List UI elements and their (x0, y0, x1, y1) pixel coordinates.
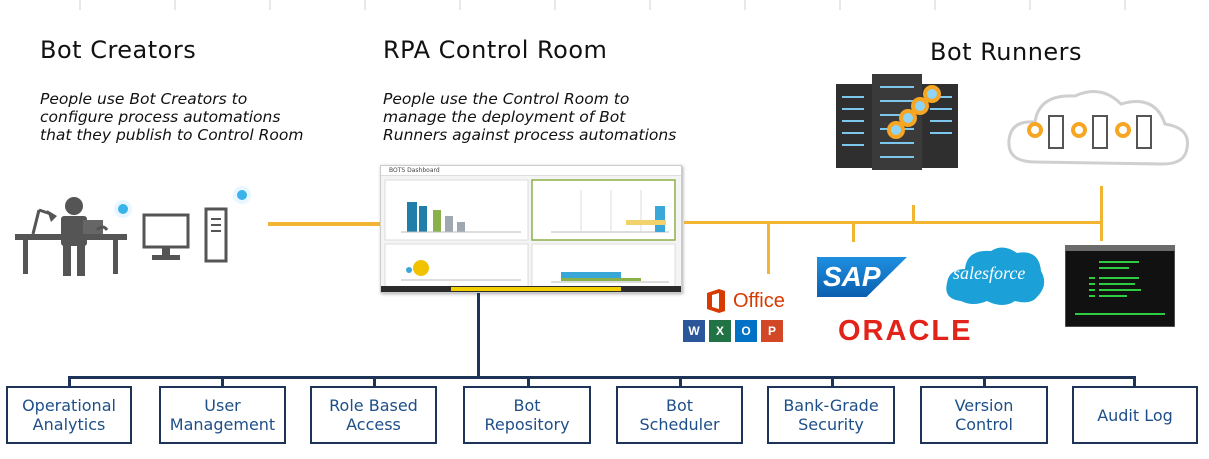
dashboard-footer-highlight (451, 287, 621, 291)
top-tick-marks (79, 0, 1126, 10)
module-label-line: Bot (665, 396, 694, 415)
cloud-servers-icon (1007, 90, 1190, 166)
control-room-trunk (477, 293, 480, 377)
bot-dot-icon (233, 186, 251, 204)
connector-to-office (767, 222, 770, 274)
office-logo: Office (705, 288, 785, 314)
person-at-desk-icon (15, 197, 127, 276)
control-room-heading: RPA Control Room (383, 36, 608, 64)
control-line-1: People use the Control Room to (383, 90, 630, 108)
module-label-line: Repository (484, 415, 570, 434)
office-label: Office (733, 289, 785, 312)
module-label-line: Control (955, 415, 1013, 434)
control-room-dashboard: BOTS Dashboard (380, 165, 682, 293)
control-line-2: manage the deployment of Bot (383, 108, 626, 126)
creators-line-3: that they publish to Control Room (40, 126, 304, 144)
module-audit-log: Audit Log (1072, 386, 1198, 444)
module-label-line: Role Based (329, 396, 418, 415)
creators-line-1: People use Bot Creators to (40, 90, 248, 108)
word-icon: W (683, 320, 705, 342)
module-label-line: Bank-Grade (783, 396, 879, 415)
bot-dot-icon (114, 200, 132, 218)
connector-to-sap (852, 222, 855, 242)
creator-connector (268, 222, 380, 226)
module-label-line: Security (798, 415, 864, 434)
module-label-line: Version (954, 396, 1014, 415)
powerpoint-icon: P (761, 320, 783, 342)
server-rack-icon (836, 74, 958, 170)
desktop-computer-icon (142, 207, 228, 263)
module-drop (373, 376, 376, 388)
office-apps: W X O P (683, 320, 783, 342)
bot-creators-heading: Bot Creators (40, 36, 197, 64)
module-drop (983, 376, 986, 388)
mainframe-terminal-icon (1065, 245, 1175, 327)
module-label-line: Bot (513, 396, 541, 415)
office-icon (707, 289, 725, 313)
oracle-logo: ORACLE (838, 315, 973, 347)
module-drop (831, 376, 834, 388)
module-label-line: Scheduler (639, 415, 720, 434)
connector-to-servers (912, 205, 915, 222)
module-label-line: Audit Log (1097, 405, 1173, 425)
bot-creators-description: People use Bot Creators to configure pro… (40, 90, 304, 144)
module-drop (679, 376, 682, 388)
bot-runners-heading: Bot Runners (930, 38, 1083, 66)
salesforce-logo: salesforce (943, 243, 1047, 307)
dashboard-panels (384, 179, 676, 289)
module-label-line: Operational (22, 396, 116, 415)
module-label-line: Management (169, 415, 276, 434)
module-bus (68, 376, 1136, 379)
module-drop (221, 376, 224, 388)
salesforce-cloud-icon (946, 247, 1045, 305)
control-line-3: Runners against process automations (383, 126, 677, 144)
module-drop (1133, 376, 1136, 388)
control-room-description: People use the Control Room to manage th… (383, 90, 676, 144)
runner-connector-end (1100, 186, 1103, 241)
sap-logo: SAP (817, 257, 907, 297)
runner-connector-main (684, 221, 1102, 224)
module-label-line: Analytics (32, 415, 106, 434)
module-label-line: User (204, 396, 241, 415)
creators-line-2: configure process automations (40, 108, 281, 126)
excel-icon: X (709, 320, 731, 342)
sap-label: SAP (823, 261, 881, 292)
outlook-icon: O (735, 320, 757, 342)
dashboard-title: BOTS Dashboard (381, 166, 681, 176)
module-label-line: Access (346, 415, 401, 434)
module-drop (68, 376, 71, 388)
module-drop (527, 376, 530, 388)
salesforce-label: salesforce (953, 263, 1026, 283)
